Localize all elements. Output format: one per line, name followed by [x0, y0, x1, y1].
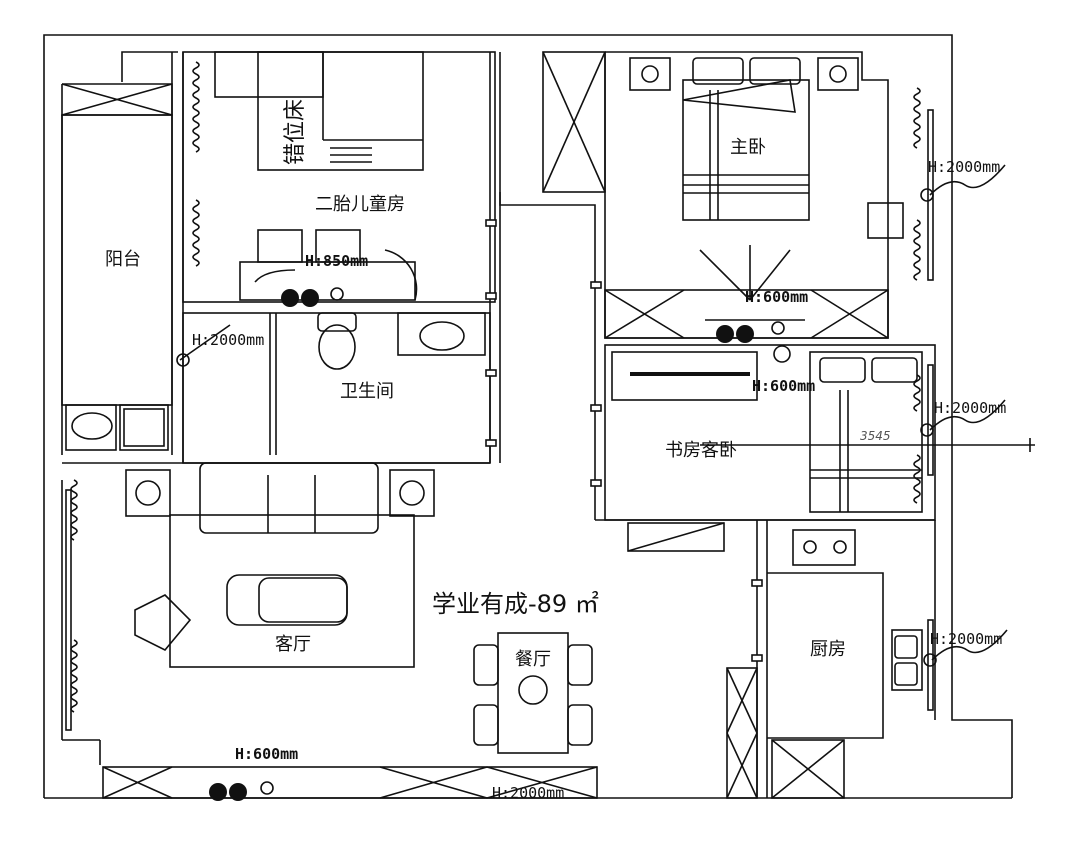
- sofa: [199, 462, 379, 534]
- sideboard: [627, 522, 725, 552]
- master-bed: [682, 79, 810, 221]
- room-label-dining: 餐厅: [515, 649, 551, 670]
- room-label-bunk-bed: 错位床: [283, 99, 308, 165]
- height-kitchen-2000: H:2000mm: [930, 630, 1002, 648]
- living-rug: [169, 514, 415, 668]
- room-label-master: 主卧: [730, 137, 766, 158]
- coffee-table: [226, 574, 348, 626]
- height-master-2000: H:2000mm: [928, 158, 1000, 176]
- room-label-living: 客厅: [275, 634, 311, 655]
- height-master-600: H:600mm: [745, 288, 808, 306]
- room-label-kitchen: 厨房: [810, 639, 846, 660]
- room-label-bathroom: 卫生间: [340, 381, 394, 402]
- height-bottom-2000: H:2000mm: [492, 784, 564, 802]
- washer: [119, 404, 169, 451]
- dining-table: [497, 632, 569, 754]
- room-label-balcony: 阳台: [105, 249, 141, 270]
- stove: [792, 529, 856, 566]
- tv-cabinet: [102, 766, 598, 799]
- height-tv-600: H:600mm: [235, 745, 298, 763]
- room-label-study-guest: 书房客卧: [665, 440, 737, 461]
- outer-walls: [43, 34, 1013, 799]
- height-desk-850: H:850mm: [305, 252, 368, 270]
- height-bath-2000: H:2000mm: [192, 331, 264, 349]
- dimension-note: 3545: [860, 429, 891, 443]
- room-label-kids: 二胎儿童房: [315, 194, 405, 215]
- balcony-basin: [65, 404, 117, 451]
- height-guest-2000: H:2000mm: [934, 399, 1006, 417]
- kitchen-sink: [891, 629, 923, 691]
- plan-title: 学业有成-89 ㎡: [432, 590, 599, 618]
- height-study-600: H:600mm: [752, 377, 815, 395]
